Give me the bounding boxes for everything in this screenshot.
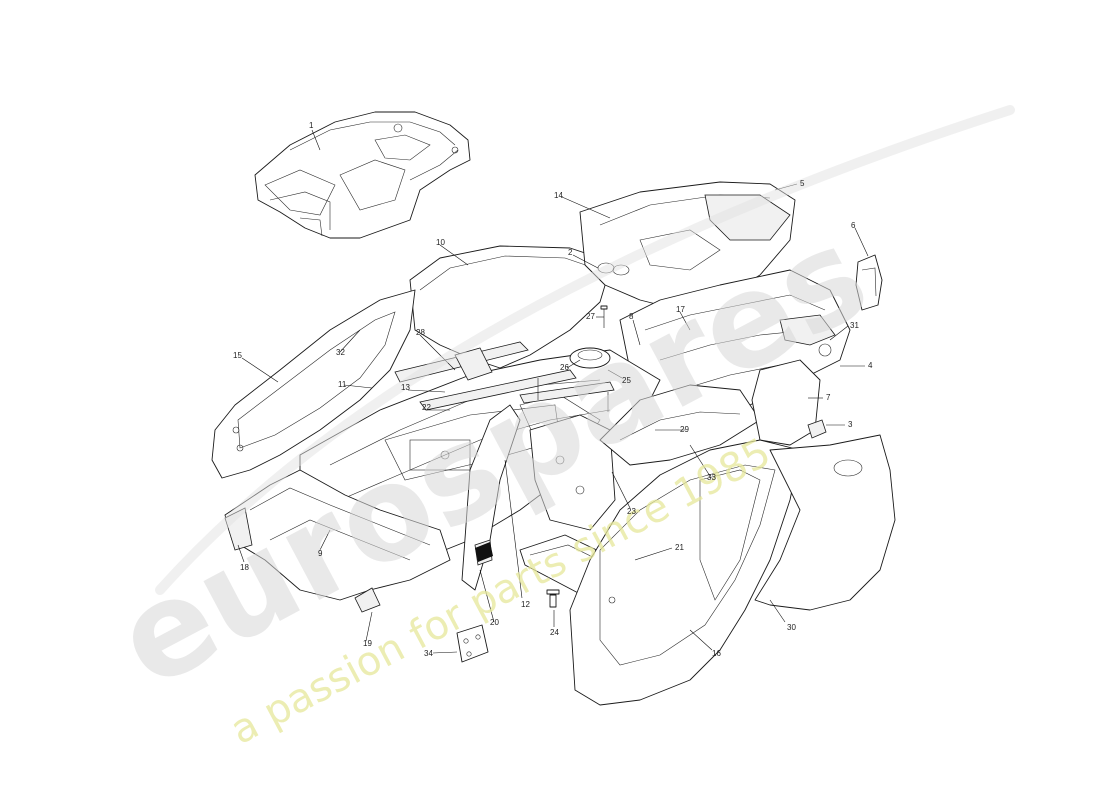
callout-3: 3: [848, 420, 853, 429]
callout-18: 18: [240, 563, 249, 572]
left-side-panel: [211, 289, 416, 479]
callout-2: 2: [568, 248, 573, 257]
right-body-side: [569, 439, 801, 706]
callout-9: 9: [318, 549, 323, 558]
complete-body-shell: [254, 111, 471, 239]
bracket-6: [855, 254, 883, 311]
callout-27: 27: [586, 312, 595, 321]
callout-32: 32: [336, 348, 345, 357]
callout-7: 7: [826, 393, 831, 402]
callout-4: 4: [868, 361, 873, 370]
front-crossmember: [224, 469, 451, 613]
leader-lines: [237, 129, 869, 654]
callout-14: 14: [554, 191, 563, 200]
callout-11: 11: [338, 380, 347, 389]
callout-16: 16: [712, 649, 721, 658]
callout-19: 19: [363, 639, 372, 648]
callout-22: 22: [422, 403, 431, 412]
callout-13: 13: [401, 383, 410, 392]
callout-layer: 1234567891011121314151617181920212223242…: [233, 121, 873, 658]
callout-12: 12: [521, 600, 530, 609]
mounting-plate: [456, 624, 489, 663]
callout-25: 25: [622, 376, 631, 385]
callout-33: 33: [707, 473, 716, 482]
callout-21: 21: [675, 543, 684, 552]
roof-panel: [409, 245, 613, 369]
rear-side-inner: [751, 359, 827, 446]
callout-31: 31: [850, 321, 859, 330]
callout-15: 15: [233, 351, 242, 360]
callout-24: 24: [550, 628, 559, 637]
rear-quarter-panel: [754, 434, 896, 611]
callout-17: 17: [676, 305, 685, 314]
inner-pillars: [461, 404, 616, 591]
latch-block: [475, 542, 493, 562]
callout-20: 20: [490, 618, 499, 627]
callout-26: 26: [560, 363, 569, 372]
callout-34: 34: [424, 649, 433, 658]
callout-30: 30: [787, 623, 796, 632]
callout-6: 6: [851, 221, 856, 230]
callout-23: 23: [627, 507, 636, 516]
callout-8: 8: [629, 312, 634, 321]
callout-10: 10: [436, 238, 445, 247]
callout-28: 28: [416, 328, 425, 337]
small-fasteners: [537, 305, 611, 608]
callout-5: 5: [800, 179, 805, 188]
callout-29: 29: [680, 425, 689, 434]
callout-1: 1: [309, 121, 314, 130]
